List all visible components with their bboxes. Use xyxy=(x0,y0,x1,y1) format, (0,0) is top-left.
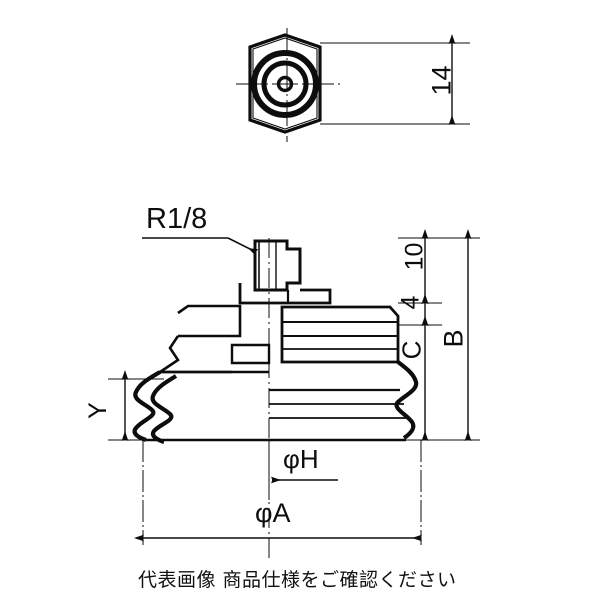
dimension-label-phi-A: φA xyxy=(255,498,291,528)
body-block-right xyxy=(280,305,400,364)
outer-ring-circle xyxy=(251,50,319,118)
upper-body-shoulder-left xyxy=(177,304,242,338)
caption-bar: 代表画像 商品仕様をご確認ください xyxy=(0,556,600,600)
hexagon-outline xyxy=(248,33,322,134)
collar-step xyxy=(230,343,271,365)
thread-fitting-stem xyxy=(253,239,302,292)
dimension-label-B: B xyxy=(438,329,469,348)
bore-circle xyxy=(276,75,294,93)
dimension-label-Y: Y xyxy=(83,402,112,419)
bellows-right-outer xyxy=(394,360,419,440)
dimension-label-phi-H: φH xyxy=(283,444,319,474)
dimension-label-14: 14 xyxy=(426,65,457,96)
hexagon-inner-chamfer xyxy=(252,37,318,130)
r18-leader-arrow xyxy=(227,237,259,256)
caption-text: 代表画像 商品仕様をご確認ください xyxy=(138,568,457,591)
dimension-stack-right xyxy=(398,229,480,441)
dimension-label-4: 4 xyxy=(396,295,425,310)
middle-ring-circle xyxy=(261,60,309,108)
dimension-phi-H xyxy=(268,440,338,500)
cup-lip-left-profile xyxy=(155,335,232,374)
hex-nut-band xyxy=(238,283,332,305)
bellows-left-outer xyxy=(132,370,162,442)
callout-label-r18: R1/8 xyxy=(146,203,208,235)
bellows-left-inner xyxy=(150,374,178,444)
dimension-phi-A xyxy=(134,440,422,545)
hexagon-top-view xyxy=(236,28,344,142)
dimension-14 xyxy=(320,34,470,125)
callout-r18-leader xyxy=(142,237,259,256)
dimension-label-C: C xyxy=(396,340,427,360)
section-side-view xyxy=(132,238,419,560)
dimension-label-10: 10 xyxy=(400,242,429,271)
dimension-Y xyxy=(108,370,164,441)
